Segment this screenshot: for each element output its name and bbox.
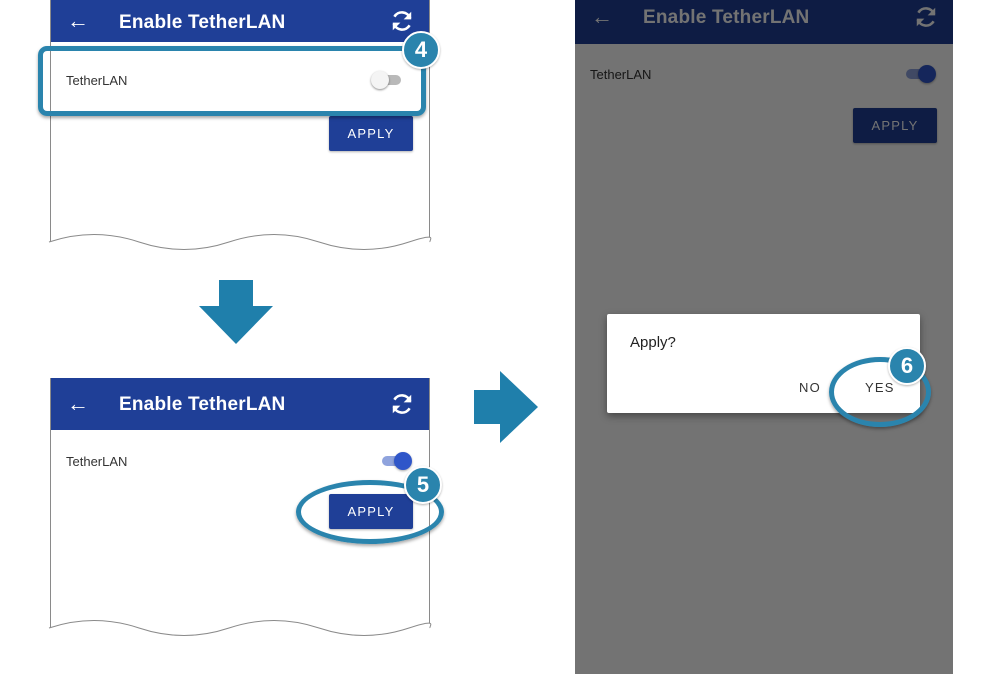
dialog-message: Apply? [630, 334, 676, 351]
toggle-thumb [371, 71, 389, 89]
arrow-down-icon [199, 280, 273, 344]
tetherlan-toggle-off[interactable] [371, 70, 403, 90]
toggle-thumb [394, 452, 412, 470]
apply-button[interactable]: APPLY [329, 116, 413, 151]
app-bar: ← Enable TetherLAN [51, 378, 429, 430]
step-badge-4: 4 [402, 31, 440, 69]
page-title: Enable TetherLAN [119, 12, 286, 33]
tetherlan-toggle-on[interactable] [380, 451, 412, 471]
tetherlan-label: TetherLAN [66, 73, 128, 88]
step-badge-6: 6 [888, 347, 926, 385]
callout-highlight-apply [296, 480, 444, 544]
tetherlan-label: TetherLAN [66, 454, 128, 469]
page-title: Enable TetherLAN [119, 394, 286, 415]
callout-highlight-toggle [38, 46, 426, 116]
arrow-right-icon [474, 371, 538, 443]
panel-step-4: ← Enable TetherLAN TetherLAN APPLY [50, 0, 430, 258]
refresh-icon[interactable] [389, 8, 415, 34]
refresh-icon[interactable] [389, 391, 415, 417]
step-badge-5: 5 [404, 466, 442, 504]
callout-highlight-yes [829, 357, 931, 427]
back-arrow-icon[interactable]: ← [67, 8, 89, 33]
panel-step-6: ← Enable TetherLAN TetherLAN APPLY Apply… [575, 0, 953, 674]
back-arrow-icon[interactable]: ← [67, 391, 89, 416]
app-bar: ← Enable TetherLAN [51, 0, 429, 42]
dialog-no-button[interactable]: NO [799, 380, 821, 395]
